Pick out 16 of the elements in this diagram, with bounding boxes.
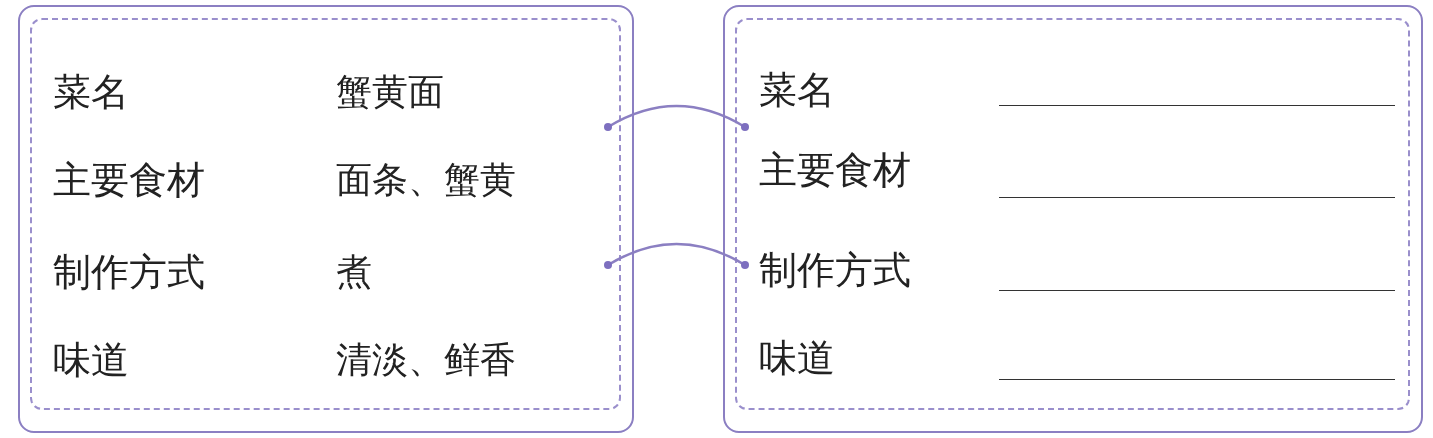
- field-value: 清淡、鲜香: [336, 338, 516, 382]
- field-label: 菜名: [759, 67, 835, 113]
- field-label: 制作方式: [759, 247, 911, 293]
- field-label: 味道: [53, 337, 129, 383]
- field-label: 菜名: [53, 69, 129, 115]
- field-value: 蟹黄面: [336, 70, 444, 114]
- card: [723, 5, 1423, 433]
- field-label: 主要食材: [759, 147, 911, 193]
- field-label: 制作方式: [53, 249, 205, 295]
- connector-line: [604, 242, 749, 269]
- field-label: 味道: [759, 335, 835, 381]
- field-value: 面条、蟹黄: [336, 158, 516, 202]
- card: [18, 5, 634, 433]
- connector-line: [604, 104, 749, 131]
- field-label: 主要食材: [53, 157, 205, 203]
- field-value: 煮: [336, 250, 372, 294]
